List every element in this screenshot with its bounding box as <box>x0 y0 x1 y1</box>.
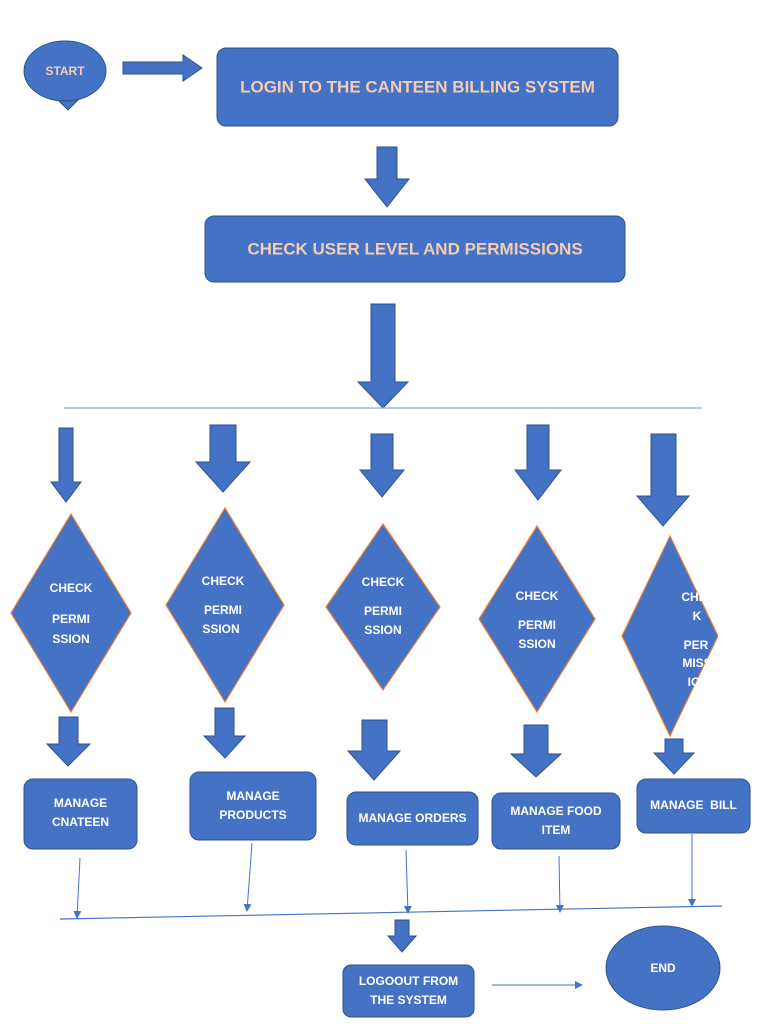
manage-4-line-1: MANAGE FOOD <box>510 804 602 818</box>
arrow-to-manage-5 <box>652 738 696 775</box>
manage-1-line-2: CNATEEN <box>52 815 109 829</box>
start-label: START <box>45 64 85 78</box>
decision-check-permission-2: CHECK PERMI SSION <box>165 506 285 704</box>
check-4-line-1: CHECK <box>516 589 559 603</box>
manage-food-item-node: MANAGE FOOD ITEM <box>491 792 621 850</box>
arrow-check-level-to-split <box>356 303 410 409</box>
manage-orders-node: MANAGE ORDERS <box>346 791 479 846</box>
check-1-line-2: PERMI <box>52 612 90 626</box>
check-2-line-1: CHECK <box>202 574 245 588</box>
manage-2-line-2: PRODUCTS <box>219 808 286 822</box>
check-2-line-3: SSION <box>202 622 239 636</box>
logout-line-2: THE SYSTEM <box>370 993 447 1007</box>
check-1-line-3: SSION <box>52 632 89 646</box>
check-5-line-3: PER <box>684 638 709 652</box>
arrow-to-check-5 <box>635 433 691 527</box>
manage-bill-node: MANAGE BILL <box>636 778 751 834</box>
arrow-to-manage-3 <box>346 719 402 781</box>
arrow-merge-to-logout <box>386 919 418 953</box>
arrow-to-manage-4 <box>509 724 563 778</box>
merge-line <box>59 905 723 920</box>
logout-line-1: LOGOOUT FROM <box>359 974 458 988</box>
arrow-to-check-4 <box>513 424 563 501</box>
connector-manage-2 <box>243 842 253 912</box>
arrow-login-to-check-level <box>363 146 411 208</box>
manage-4-line-2: ITEM <box>542 823 571 837</box>
check-5-line-2: K <box>693 609 702 623</box>
manage-2-line-1: MANAGE <box>226 789 279 803</box>
end-label: END <box>650 961 676 975</box>
arrow-to-manage-2 <box>202 707 247 759</box>
logout-node: LOGOOUT FROM THE SYSTEM <box>342 964 475 1018</box>
check-5-line-4: MISS <box>682 656 711 670</box>
check-4-line-2: PERMI <box>518 618 556 632</box>
arrow-to-check-3 <box>358 433 406 498</box>
manage-5-line-1: MANAGE BILL <box>650 798 737 812</box>
decision-check-permission-4: CHECK PERMI SSION <box>478 524 596 714</box>
check-level-label: CHECK USER LEVEL AND PERMISSIONS <box>247 239 582 258</box>
check-3-line-3: SSION <box>364 623 401 637</box>
manage-3-line-1: MANAGE ORDERS <box>358 811 466 825</box>
check-2-line-2: PERMI <box>204 603 242 617</box>
decision-check-permission-1: CHECK PERMI SSION <box>10 512 132 714</box>
arrow-start-to-login <box>122 54 203 82</box>
arrow-to-check-2 <box>194 424 252 493</box>
manage-products-node: MANAGE PRODUCTS <box>189 771 317 841</box>
start-node: START <box>23 40 107 111</box>
check-level-node: CHECK USER LEVEL AND PERMISSIONS <box>204 215 626 283</box>
login-node: LOGIN TO THE CANTEEN BILLING SYSTEM <box>216 47 619 127</box>
manage-cnateen-node: MANAGE CNATEEN <box>23 778 138 850</box>
check-5-line-1: CHE <box>681 590 706 604</box>
manage-1-line-1: MANAGE <box>54 796 107 810</box>
arrow-to-check-1 <box>50 427 82 503</box>
check-5-line-5: IO <box>688 675 701 689</box>
check-4-line-3: SSION <box>518 637 555 651</box>
connector-manage-3 <box>403 849 412 914</box>
connector-manage-1 <box>73 857 82 919</box>
decision-check-permission-5: CHE K PER MISS IO <box>621 534 718 738</box>
login-label: LOGIN TO THE CANTEEN BILLING SYSTEM <box>240 77 595 96</box>
check-1-line-1: CHECK <box>50 581 93 595</box>
check-3-line-2: PERMI <box>364 604 402 618</box>
end-node: END <box>605 925 721 1011</box>
arrow-to-manage-1 <box>45 716 92 767</box>
connector-manage-4 <box>555 855 564 913</box>
decision-check-permission-3: CHECK PERMI SSION <box>325 522 441 692</box>
check-3-line-1: CHECK <box>362 575 405 589</box>
